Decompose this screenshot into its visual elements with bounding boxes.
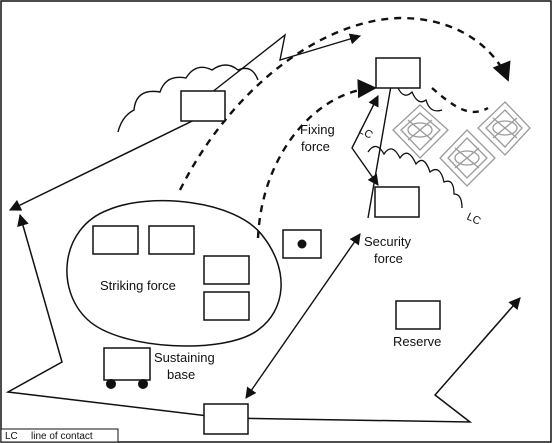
dashed-route-right bbox=[431, 87, 489, 114]
dashed-route-mid bbox=[256, 79, 377, 239]
area-boundary-right bbox=[224, 297, 521, 423]
front-line-scallop bbox=[117, 64, 259, 133]
label-lc-2: LC bbox=[465, 211, 483, 228]
legend-text: line of contact bbox=[31, 431, 93, 442]
area-boundary bbox=[8, 104, 226, 211]
label-sustaining-base-2: base bbox=[167, 367, 195, 382]
area-boundary-left bbox=[5, 213, 226, 419]
legend-abbr: LC bbox=[5, 431, 18, 442]
enemy-unit-2 bbox=[477, 101, 531, 156]
rear-unit-box bbox=[203, 403, 249, 435]
legend-box bbox=[0, 428, 119, 443]
label-security-force-1: Security bbox=[364, 234, 411, 249]
label-security-force-2: force bbox=[374, 251, 403, 266]
sustaining-base-vehicle bbox=[103, 347, 151, 389]
enemy-unit-1 bbox=[392, 104, 449, 159]
label-sustaining-base-1: Sustaining bbox=[154, 350, 215, 365]
line-of-contact bbox=[367, 145, 463, 209]
label-reserve: Reserve bbox=[393, 334, 441, 349]
arrow-to-sustaining bbox=[245, 233, 361, 399]
counterattack-arrow-top bbox=[201, 33, 362, 101]
dashed-route-long bbox=[178, 16, 511, 191]
unit-box-fixing-bottom bbox=[374, 186, 420, 218]
enemy-unit-3 bbox=[439, 129, 496, 187]
unit-box-fixing-top bbox=[375, 57, 421, 89]
striking-unit-2 bbox=[148, 225, 195, 255]
label-striking-force: Striking force bbox=[100, 278, 176, 293]
striking-unit-3 bbox=[203, 255, 250, 285]
label-fixing-force-1: Fixing bbox=[300, 122, 335, 137]
unit-box-top bbox=[180, 90, 226, 122]
line-of-contact-upper bbox=[397, 87, 443, 112]
fixing-arrow bbox=[351, 94, 379, 186]
striking-unit-1 bbox=[92, 225, 139, 255]
security-unit-dot bbox=[297, 239, 307, 249]
striking-unit-4 bbox=[203, 291, 250, 321]
reserve-unit-box bbox=[395, 300, 441, 330]
label-lc-1: LC bbox=[357, 124, 375, 141]
label-fixing-force-2: force bbox=[301, 139, 330, 154]
